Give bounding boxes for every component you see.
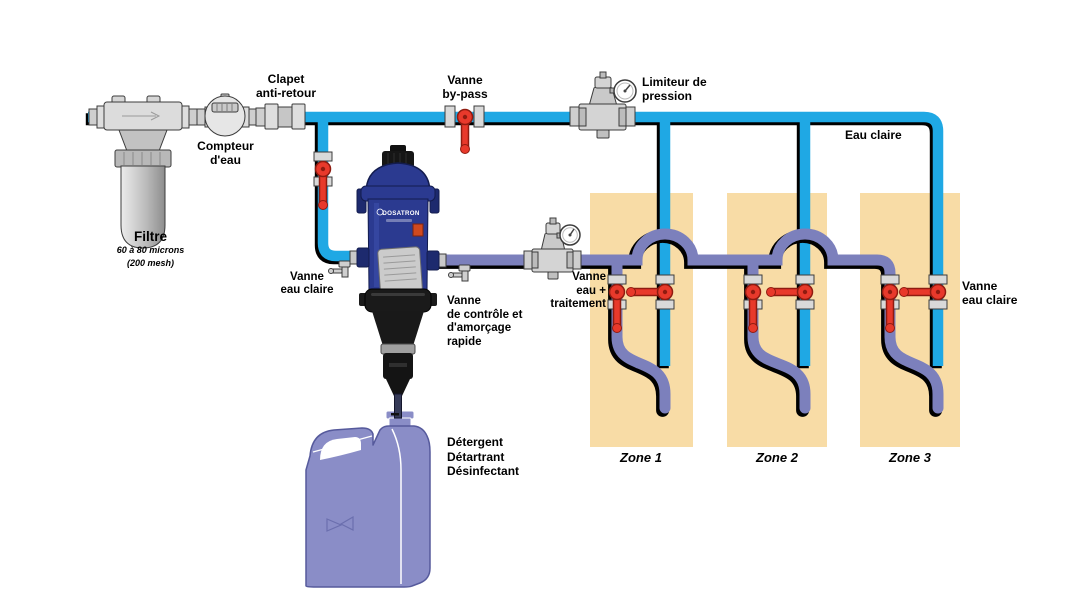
valve-treated-water-zone3 — [880, 274, 900, 333]
label-line: (200 mesh) — [126, 258, 175, 268]
label-line: by-pass — [442, 86, 488, 101]
label-line: Détergent — [447, 435, 504, 449]
check-valve — [255, 103, 306, 130]
pressure-limiter — [569, 71, 637, 139]
suction-tube — [391, 393, 402, 419]
label-clear-water: Eau claire — [845, 128, 902, 143]
label-chemical-product: Détergent Détartrant Désinfectant — [447, 435, 519, 479]
sampling-tap-control-priming — [448, 264, 471, 282]
label-line: pression — [642, 88, 693, 103]
treated-water-pipes — [423, 228, 944, 417]
zone-3-area — [860, 193, 960, 447]
label-zone-3: Zone 3 — [889, 450, 931, 465]
label-inlet-clear-water-valve: Vanne eau claire — [277, 271, 337, 297]
label-pressure-limiter: Limiteur de pression — [642, 75, 707, 103]
pump-brand-text: DOSATRON — [382, 210, 420, 217]
label-zone-clear-water-valve: Vanne eau claire — [962, 279, 1018, 307]
label-line: d'eau — [210, 152, 241, 167]
pressure-gauge — [556, 224, 581, 246]
label-water-meter: Compteur d'eau — [183, 139, 268, 167]
label-line: Vanne — [962, 279, 998, 293]
label-zone-1: Zone 1 — [620, 450, 662, 465]
valve-treated-water-zone2 — [743, 274, 763, 333]
water-filter — [88, 95, 198, 249]
valve-bypass — [444, 105, 485, 154]
label-line: rapide — [447, 335, 482, 348]
sampling-tap-clear-water — [328, 260, 351, 278]
label-line: Vanne — [290, 271, 324, 283]
label-treated-water-valve: Vanne eau + traitement — [543, 271, 606, 312]
label-line: Vanne — [447, 295, 481, 307]
chemical-jug — [305, 410, 431, 588]
label-line: eau + — [576, 284, 606, 297]
label-line: Détartrant — [447, 449, 505, 464]
label-line: Vanne — [447, 73, 483, 87]
label-check-valve: Clapet anti-retour — [240, 72, 332, 100]
valve-clear-water-zone3 — [899, 274, 948, 310]
valve-clear-water-zone1 — [626, 274, 675, 310]
label-line: anti-retour — [256, 85, 316, 100]
label-line: Compteur — [197, 139, 254, 153]
label-line: de contrôle et — [447, 308, 523, 321]
dosing-pump: DOSATRON — [349, 145, 447, 419]
label-line: Vanne — [572, 271, 606, 283]
label-filter: Filtre 60 à 80 microns (200 mesh) — [98, 229, 203, 270]
label-line: Désinfectant — [447, 464, 520, 478]
valve-inlet-clear-water — [313, 151, 333, 210]
pressure-gauge — [609, 79, 637, 103]
label-line: eau claire — [962, 292, 1018, 307]
label-line: Limiteur de — [642, 75, 707, 89]
label-line: Eau claire — [845, 128, 902, 142]
jug-emblem — [326, 515, 354, 532]
label-zone-2: Zone 2 — [756, 450, 798, 465]
pump-logo-icon — [376, 208, 384, 216]
jug-handle-hole — [320, 437, 361, 460]
label-line: eau claire — [280, 284, 334, 296]
label-line: d'amorçage — [447, 322, 512, 334]
label-line: traitement — [550, 298, 606, 310]
label-control-priming-valve: Vanne de contrôle et d'amorçage rapide — [447, 295, 522, 349]
water-meter — [196, 93, 258, 137]
valve-treated-water-zone1 — [607, 274, 627, 333]
valve-clear-water-zone2 — [766, 274, 815, 310]
label-line: Clapet — [267, 72, 305, 86]
pressure-regulator-outlet — [523, 217, 582, 280]
label-bypass-valve: Vanne by-pass — [420, 73, 510, 101]
label-line: Filtre — [133, 229, 167, 244]
label-line: 60 à 80 microns — [116, 245, 185, 255]
